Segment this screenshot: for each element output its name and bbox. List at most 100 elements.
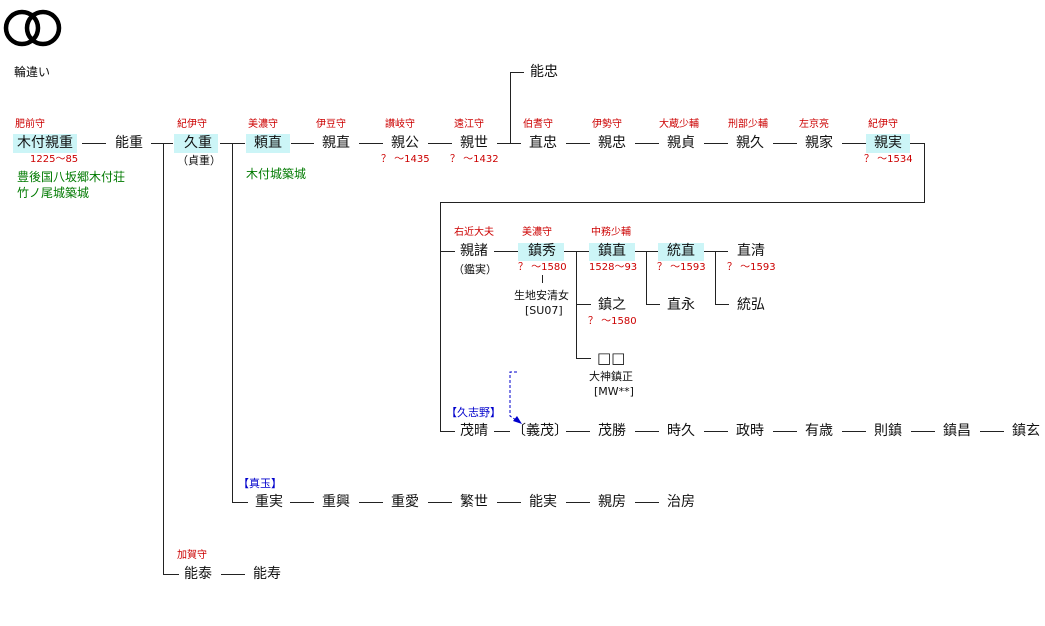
connector bbox=[842, 431, 866, 432]
person-kitsuki-chikashige: 木付親重 bbox=[17, 135, 73, 151]
years-chikakimi: ？ 〜1435 bbox=[381, 154, 430, 165]
branch-matama: 【真玉】 bbox=[238, 477, 282, 490]
person-chikafusa: 親房 bbox=[598, 494, 626, 510]
person-naotada: 直忠 bbox=[529, 135, 557, 151]
connector bbox=[842, 143, 866, 144]
connector bbox=[773, 143, 797, 144]
years-chikazane: ？ 〜1534 bbox=[864, 154, 913, 165]
person-shigeharu-last: 鎮玄 bbox=[1012, 423, 1040, 439]
highlight-kitsuki-chikashige bbox=[13, 134, 77, 153]
person-chikasada: 親貞 bbox=[667, 135, 695, 151]
person-shigeai: 重愛 bbox=[391, 494, 419, 510]
title-yorinao: 美濃守 bbox=[248, 119, 278, 130]
title-hisashige: 紀伊守 bbox=[177, 119, 207, 130]
connector bbox=[494, 431, 510, 432]
person-norishige: 則鎮 bbox=[874, 423, 902, 439]
code-unknown: [MW**] bbox=[594, 385, 634, 398]
connector bbox=[497, 143, 521, 144]
connector bbox=[704, 143, 728, 144]
years-shigehide: ？ 〜1580 bbox=[518, 262, 567, 273]
connector bbox=[646, 251, 647, 305]
connector bbox=[635, 143, 659, 144]
person-munenao: 統直 bbox=[667, 243, 695, 259]
person-unknown: □□ bbox=[597, 349, 626, 367]
connector bbox=[576, 251, 577, 359]
person-yorinao: 頼直 bbox=[254, 135, 282, 151]
connector bbox=[494, 251, 518, 252]
person-shigezane: 重実 bbox=[255, 494, 283, 510]
title-kitsuki-chikashige: 肥前守 bbox=[15, 119, 45, 130]
title-chikakimi: 讃岐守 bbox=[385, 119, 415, 130]
years-naokiyo: ？ 〜1593 bbox=[727, 262, 776, 273]
connector bbox=[566, 143, 590, 144]
title-yoshiyasu: 加賀守 bbox=[177, 550, 207, 561]
title-chikayo: 遠江守 bbox=[454, 119, 484, 130]
person-chikazane: 親実 bbox=[874, 135, 902, 151]
highlight-yorinao bbox=[246, 134, 290, 153]
connector bbox=[510, 72, 524, 73]
connector bbox=[566, 431, 590, 432]
connector bbox=[428, 143, 452, 144]
note-yorinao: 木付城築城 bbox=[246, 167, 307, 181]
connector bbox=[924, 143, 925, 203]
connector bbox=[440, 431, 455, 432]
connector bbox=[428, 502, 452, 503]
person-chikamoro: 親諸 bbox=[460, 243, 488, 259]
connector bbox=[232, 502, 248, 503]
person-harufusa: 治房 bbox=[667, 494, 695, 510]
person-shigemasa: 鎮昌 bbox=[943, 423, 971, 439]
connector bbox=[576, 358, 591, 359]
person-hisashige: 久重 bbox=[184, 135, 212, 151]
mother-shigehide: 生地安清女 bbox=[514, 289, 569, 302]
connector bbox=[290, 502, 314, 503]
note-kitsuki-chikashige-2: 竹ノ尾城築城 bbox=[17, 186, 90, 200]
person-shigenao: 鎮直 bbox=[598, 243, 626, 259]
connector bbox=[715, 251, 716, 305]
connector bbox=[635, 431, 659, 432]
person-chikakimi: 親公 bbox=[391, 135, 419, 151]
title-chikatada: 伊勢守 bbox=[592, 119, 622, 130]
connector bbox=[704, 251, 728, 252]
highlight-shigehide bbox=[518, 243, 564, 261]
note-unknown: 大神鎮正 bbox=[589, 370, 633, 383]
person-shigeyuki: 鎮之 bbox=[598, 297, 626, 313]
connector bbox=[704, 431, 728, 432]
highlight-hisashige bbox=[174, 134, 218, 153]
person-munehiro: 統弘 bbox=[737, 297, 765, 313]
person-aritoshi: 有歳 bbox=[805, 423, 833, 439]
connector bbox=[163, 574, 179, 575]
title-shigenao: 中務少輔 bbox=[591, 227, 631, 238]
person-shigehide: 鎮秀 bbox=[528, 243, 556, 259]
person-naonaga: 直永 bbox=[667, 297, 695, 313]
connector bbox=[221, 574, 245, 575]
connector bbox=[151, 143, 173, 144]
alias-hisashige: （貞重） bbox=[177, 154, 221, 167]
person-yoshiyasu: 能泰 bbox=[184, 566, 212, 582]
connector bbox=[635, 502, 659, 503]
person-chikanao: 親直 bbox=[322, 135, 350, 151]
person-shigeyo: 繁世 bbox=[460, 494, 488, 510]
person-yoshitada: 能忠 bbox=[530, 64, 558, 80]
connector bbox=[359, 143, 383, 144]
note-kitsuki-chikashige-1: 豊後国八坂郷木付荘 bbox=[17, 170, 126, 184]
person-yoshizane: 能実 bbox=[529, 494, 557, 510]
person-tokihisa: 時久 bbox=[667, 423, 695, 439]
years-chikayo: ？ 〜1432 bbox=[450, 154, 499, 165]
person-masatoki: 政時 bbox=[736, 423, 764, 439]
highlight-munenao bbox=[658, 243, 704, 261]
person-chikayo: 親世 bbox=[460, 135, 488, 151]
person-yoshishige: 能重 bbox=[115, 135, 143, 151]
title-naotada: 伯耆守 bbox=[523, 119, 553, 130]
title-chikazane: 紀伊守 bbox=[868, 119, 898, 130]
connector bbox=[911, 431, 935, 432]
person-yoshishige-adopted: 〔義茂〕 bbox=[512, 423, 568, 439]
connector bbox=[163, 143, 164, 575]
person-shigekatsu: 茂勝 bbox=[598, 423, 626, 439]
title-chikanao: 伊豆守 bbox=[316, 119, 346, 130]
connector bbox=[510, 72, 511, 143]
person-chikahisa: 親久 bbox=[736, 135, 764, 151]
connector bbox=[440, 202, 441, 432]
title-chikamoro: 右近大夫 bbox=[454, 227, 494, 238]
